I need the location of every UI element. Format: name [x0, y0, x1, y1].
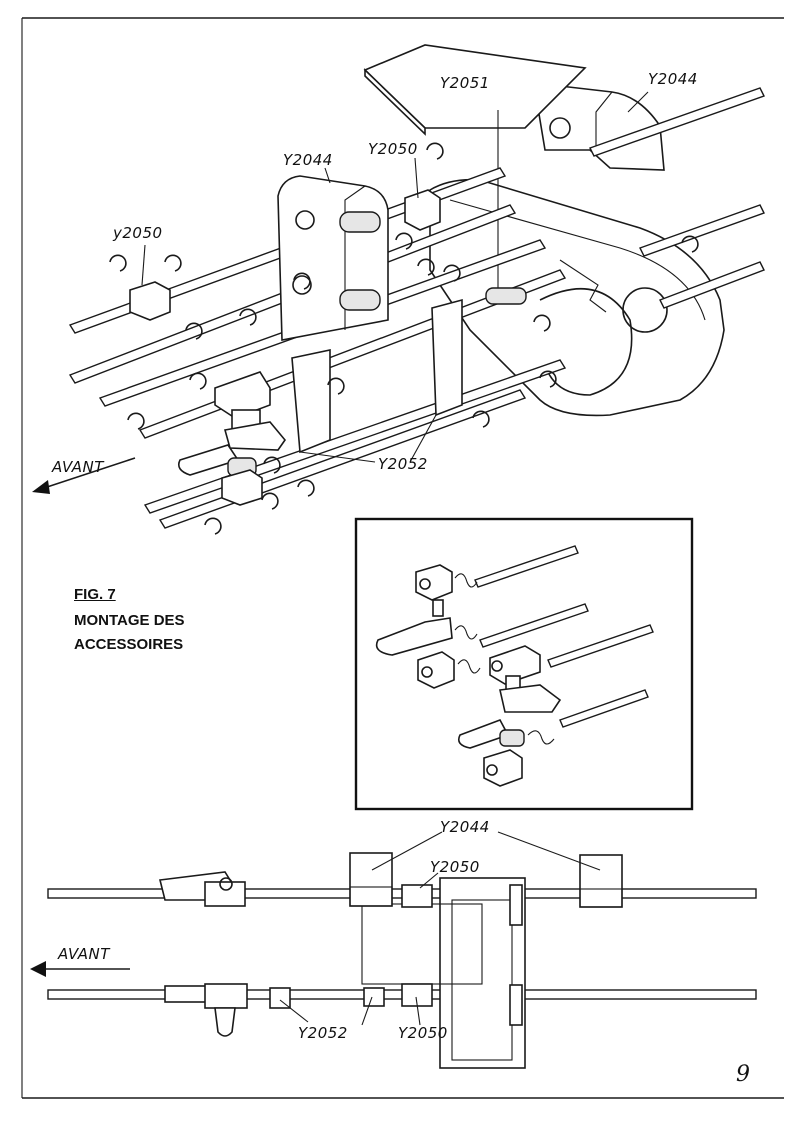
- label-avant-top: AVANT: [52, 458, 104, 476]
- label-y2050-bottom-top: Y2050: [430, 858, 480, 876]
- avant-arrow-top: [32, 457, 136, 494]
- e-clips: [109, 142, 699, 535]
- plate-y2051: [363, 44, 587, 290]
- figure-number: FIG. 7: [74, 586, 116, 603]
- label-y2050-top: Y2050: [368, 140, 418, 158]
- figure-caption-line1: MONTAGE DES: [74, 612, 185, 629]
- clamps-y2052: [291, 298, 463, 463]
- label-y2044-top-right: Y2044: [648, 70, 698, 88]
- label-y2051: Y2051: [440, 74, 490, 92]
- label-y2044-bottom: Y2044: [440, 818, 490, 836]
- label-y2052-top: Y2052: [378, 455, 428, 473]
- label-y2050-left: y2050: [113, 224, 163, 242]
- figure-caption-line2: ACCESSOIRES: [74, 636, 184, 653]
- housing-y2044-left: [277, 175, 389, 341]
- label-y2044-top-left: Y2044: [283, 151, 333, 169]
- main-frame: [429, 178, 725, 417]
- label-y2052-bottom: Y2052: [298, 1024, 348, 1042]
- page-number: 9: [736, 1062, 750, 1087]
- blocks-y2050: [129, 189, 527, 321]
- label-y2050-bottom: Y2050: [398, 1024, 448, 1042]
- label-avant-bottom: AVANT: [58, 945, 110, 963]
- leader-lines: [141, 91, 649, 286]
- lever-assembly: [177, 371, 287, 506]
